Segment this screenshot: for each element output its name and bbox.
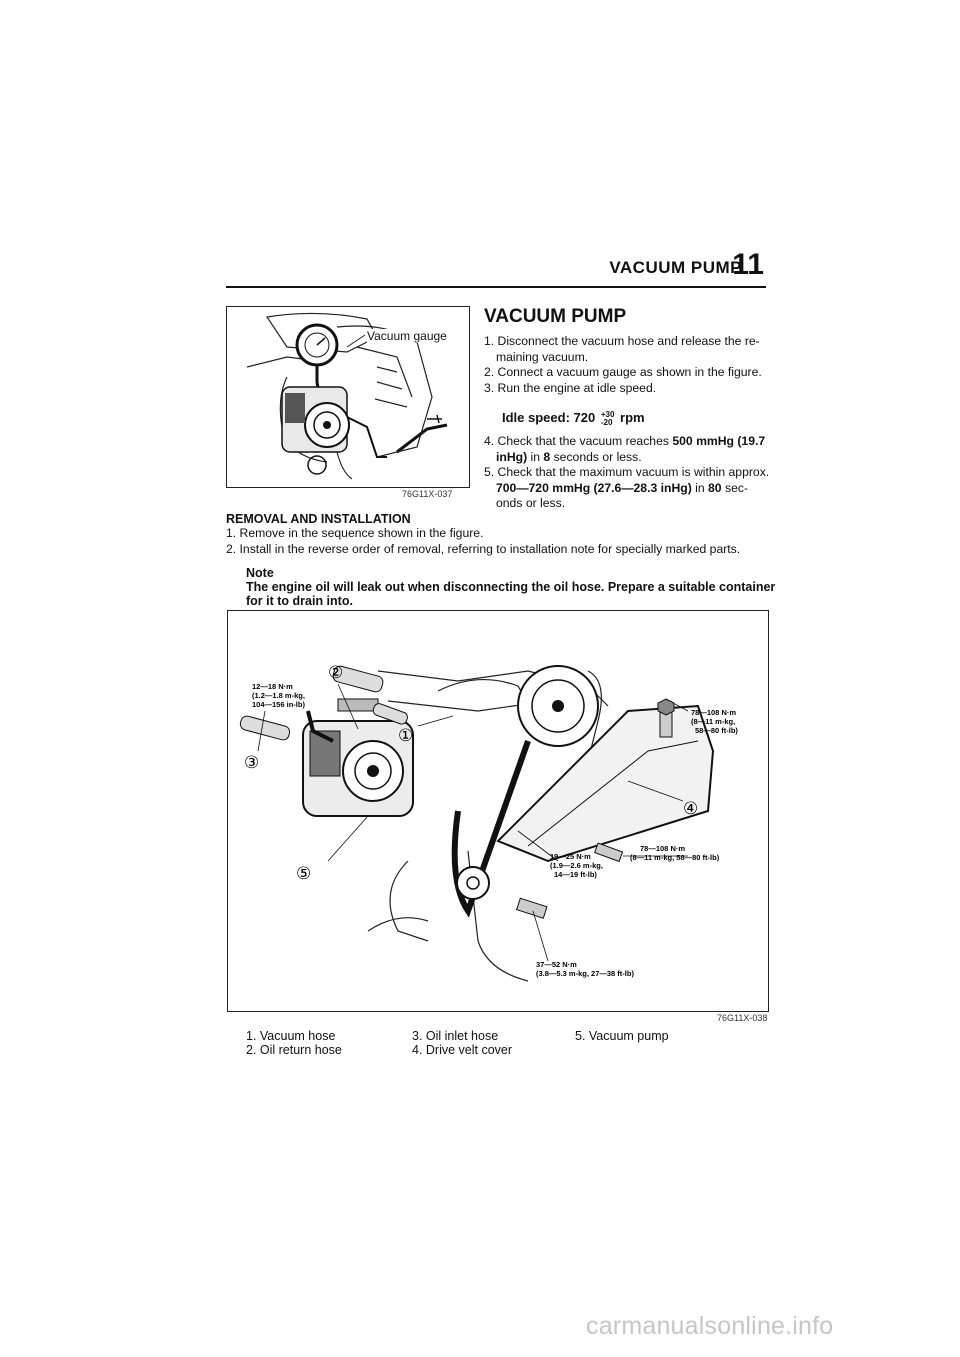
removal-step-2: 2. Install in the reverse order of remov… xyxy=(226,541,741,556)
torque-3-line-3: 14—19 ft-lb) xyxy=(554,870,597,879)
callout-1: ① xyxy=(398,726,413,746)
figure2-code: 76G11X-038 xyxy=(717,1013,768,1023)
legend-item: 1. Vacuum hose xyxy=(246,1029,336,1043)
step-1: 1. Disconnect the vacuum hose and releas… xyxy=(484,334,760,364)
figure1-code: 76G11X-037 xyxy=(402,489,453,499)
header-rule xyxy=(226,286,766,288)
removal-title: REMOVAL AND INSTALLATION xyxy=(226,512,411,526)
legend-item: 2. Oil return hose xyxy=(246,1043,342,1057)
note-text: The engine oil will leak out when discon… xyxy=(246,580,776,608)
torque-3-line-2: (1.9—2.6 m-kg, xyxy=(550,861,603,870)
vacuum-gauge-label: Vacuum gauge xyxy=(367,329,447,343)
torque-4-line-2: (8—11 m-kg, 58—80 ft-lb) xyxy=(630,853,720,862)
step-5: 5. Check that the maximum vacuum is with… xyxy=(484,465,770,510)
torque-2-line-3: 58—80 ft-lb) xyxy=(695,726,738,735)
vacuum-gauge-figure: Vacuum gauge xyxy=(226,306,470,488)
procedure-steps-continued: 4. Check that the vacuum reaches 500 mmH… xyxy=(484,434,774,512)
chapter-number: 11 xyxy=(732,248,764,281)
torque-2-line-2: (8—11 m-kg, xyxy=(691,717,735,726)
step-4: 4. Check that the vacuum reaches 500 mmH… xyxy=(484,434,766,464)
procedure-steps: 1. Disconnect the vacuum hose and releas… xyxy=(484,334,774,396)
idle-speed-spec: Idle speed: 720 +30 -20 rpm xyxy=(502,410,645,427)
removal-diagram: ② ① ③ ④ ⑤ 12—18 N·m (1.2—1.8 m-kg, 104—1… xyxy=(227,610,769,1012)
vacuum-pump-exploded-view: ② ① ③ ④ ⑤ 12—18 N·m (1.2—1.8 m-kg, 104—1… xyxy=(239,663,738,982)
removal-step-1: 1. Remove in the sequence shown in the f… xyxy=(226,526,484,540)
torque-1-line-3: 104—156 in-lb) xyxy=(252,700,305,709)
step-3: 3. Run the engine at idle speed. xyxy=(484,380,657,395)
legend-col-3: 5. Vacuum pump xyxy=(575,1029,669,1043)
legend-col-1: 1. Vacuum hose 2. Oil return hose xyxy=(246,1029,342,1057)
removal-steps: 1. Remove in the sequence shown in the f… xyxy=(226,526,786,557)
idle-speed-unit: rpm xyxy=(620,410,645,425)
torque-2-line-1: 78—108 N·m xyxy=(691,708,736,717)
torque-5-line-2: (3.8—5.3 m-kg, 27—38 ft-lb) xyxy=(536,969,634,978)
torque-1-line-2: (1.2—1.8 m-kg, xyxy=(252,691,305,700)
callout-2: ② xyxy=(328,663,343,683)
idle-tolerance-plus: +30 xyxy=(600,409,615,419)
idle-tolerance-minus: -20 xyxy=(600,417,613,427)
idle-speed-label: Idle speed: 720 xyxy=(502,410,596,425)
legend-item: 3. Oil inlet hose xyxy=(412,1029,499,1043)
section-title: VACUUM PUMP xyxy=(484,306,627,327)
vacuum-gauge-illustration xyxy=(246,312,448,480)
torque-5-line-1: 37—52 N·m xyxy=(536,960,577,969)
torque-1-line-1: 12—18 N·m xyxy=(252,682,293,691)
callout-5: ⑤ xyxy=(296,864,311,884)
callout-3: ③ xyxy=(244,753,259,773)
legend-col-2: 3. Oil inlet hose 4. Drive velt cover xyxy=(412,1029,512,1057)
note-title: Note xyxy=(246,566,274,580)
watermark: carmanualsonline.info xyxy=(586,1312,834,1340)
step-2: 2. Connect a vacuum gauge as shown in th… xyxy=(484,365,762,379)
page-header-title: VACUUM PUMP xyxy=(609,258,742,277)
torque-4-line-1: 78—108 N·m xyxy=(640,844,685,853)
torque-3-line-1: 19—25 N·m xyxy=(550,852,591,861)
legend-item: 4. Drive velt cover xyxy=(412,1043,513,1057)
legend-item: 5. Vacuum pump xyxy=(575,1029,669,1043)
callout-4: ④ xyxy=(683,799,698,819)
